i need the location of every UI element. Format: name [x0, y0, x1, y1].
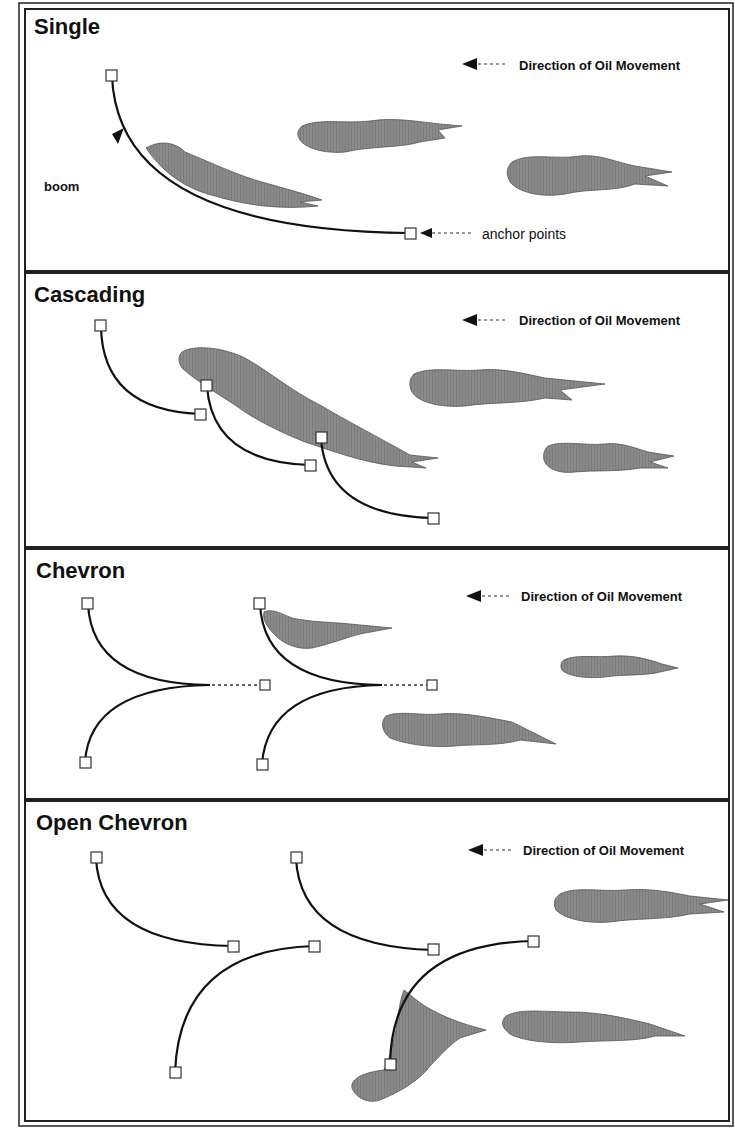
- anchor-point: [201, 380, 212, 391]
- boom-line: [96, 858, 233, 946]
- boom-line: [112, 76, 410, 233]
- panel-title: Single: [34, 14, 100, 39]
- direction-label: Direction of Oil Movement: [521, 590, 682, 605]
- method-panel: SingleDirection of Oil Movement boom ancho…: [24, 8, 730, 272]
- anchor-point: [91, 852, 102, 863]
- panel-title: Chevron: [36, 558, 125, 583]
- boom-line: [175, 946, 314, 1072]
- oil-slick: [507, 156, 672, 196]
- anchor-points: [80, 70, 539, 1078]
- oil-slick: [383, 713, 556, 746]
- anchor-point: [309, 941, 320, 952]
- anchor-point: [80, 757, 91, 768]
- direction-arrow: [462, 314, 508, 326]
- anchor-point: [254, 598, 265, 609]
- boom-pointer: [112, 128, 124, 144]
- direction-arrow: [468, 844, 512, 856]
- anchor-point: [228, 941, 239, 952]
- boom-line: [321, 438, 432, 518]
- anchor-point: [170, 1067, 181, 1078]
- oil-slick: [179, 348, 438, 468]
- anchor-point: [95, 320, 106, 331]
- oil-slick: [544, 443, 674, 472]
- anchor-point: [405, 228, 416, 239]
- anchor-point: [291, 852, 302, 863]
- boom-line: [85, 685, 210, 762]
- oil-slick: [503, 1011, 685, 1043]
- anchor-point: [195, 409, 206, 420]
- panel-title: Open Chevron: [36, 810, 188, 835]
- oil-slick: [264, 611, 392, 649]
- booms: [85, 76, 533, 1072]
- direction-arrows: [462, 58, 512, 856]
- oil-slick: [561, 656, 678, 678]
- anchor-point: [427, 680, 437, 690]
- direction-label: Direction of Oil Movement: [519, 59, 680, 74]
- outer-frame: [19, 3, 733, 1126]
- anchor-line: [212, 684, 260, 685]
- direction-arrow: [466, 590, 510, 602]
- anchor-point: [385, 1059, 396, 1070]
- boom-line: [101, 326, 200, 414]
- method-panel: CascadingDirection of Oil Movement: [24, 272, 730, 548]
- boom-line: [262, 685, 382, 764]
- direction-arrow: [462, 58, 508, 70]
- boom-line: [207, 386, 310, 465]
- oil-slick: [298, 119, 462, 152]
- oil-slick: [554, 889, 728, 922]
- oil-slick: [146, 143, 322, 207]
- anchor-point: [428, 944, 439, 955]
- panel-title: Cascading: [34, 282, 145, 307]
- oil-slick: [410, 370, 605, 407]
- oil-slicks: [146, 119, 728, 1101]
- anchor-point: [428, 513, 439, 524]
- anchor-point: [260, 680, 270, 690]
- anchor-point: [257, 759, 268, 770]
- boom-line: [88, 604, 210, 685]
- boom-line: [260, 604, 382, 685]
- boom-line: [390, 941, 533, 1064]
- direction-label: Direction of Oil Movement: [519, 314, 680, 329]
- boom-label: boom: [44, 180, 79, 195]
- anchor-point: [106, 70, 117, 81]
- anchor-point: [305, 460, 316, 471]
- direction-label: Direction of Oil Movement: [523, 844, 684, 859]
- anchor-point: [316, 432, 327, 443]
- method-panel: ChevronDirection of Oil Movement: [24, 548, 730, 800]
- anchor-label: anchor points: [482, 226, 566, 242]
- anchor-point: [82, 598, 93, 609]
- oil-slick: [352, 990, 486, 1101]
- anchor-lines: [212, 684, 427, 685]
- method-panel: Open ChevronDirection of Oil Movement: [24, 800, 730, 1122]
- anchor-line: [384, 684, 427, 685]
- anchor-point: [528, 936, 539, 947]
- boom-line: [296, 858, 433, 950]
- anchor-leader: [420, 228, 474, 238]
